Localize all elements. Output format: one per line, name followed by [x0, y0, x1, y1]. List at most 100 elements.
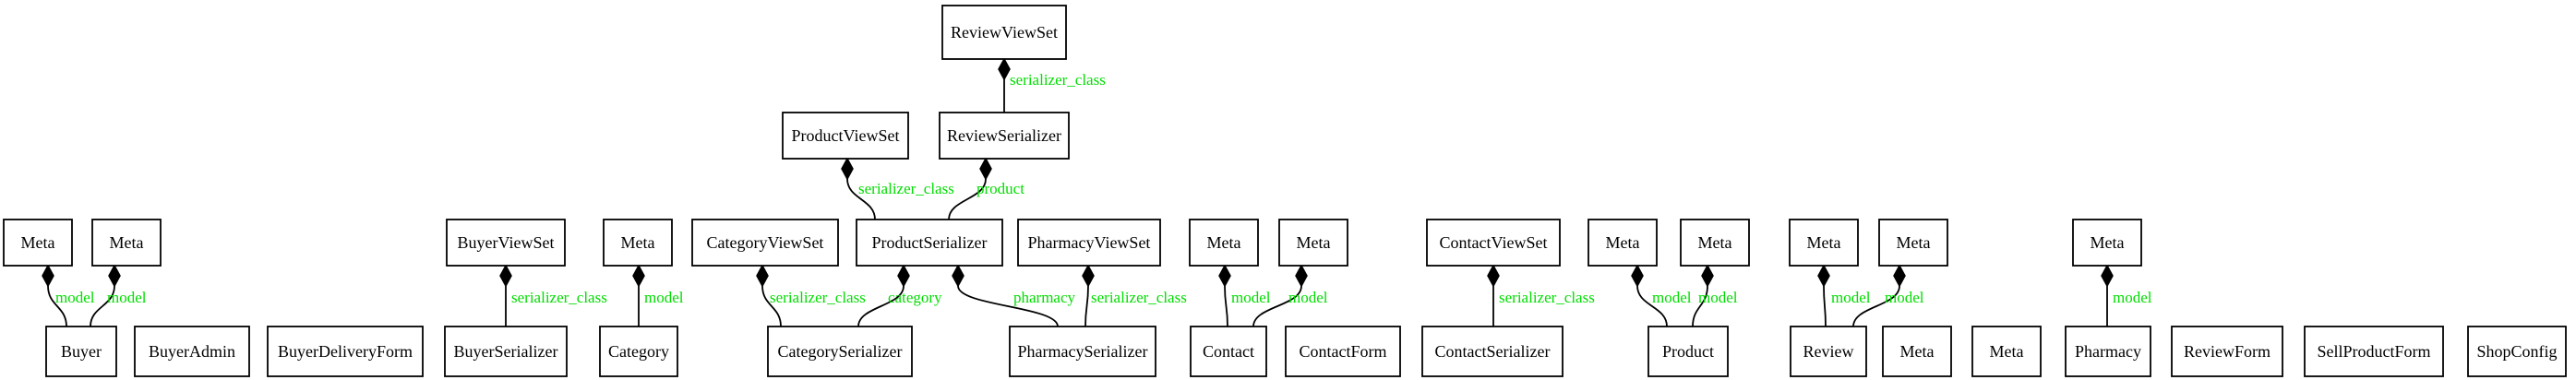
class-node-contact: Contact [1190, 326, 1267, 377]
class-node-productserializer: ProductSerializer [856, 219, 1003, 267]
class-node-shopconfig: ShopConfig [2467, 326, 2567, 377]
composition-diamond-marker [1218, 264, 1231, 288]
edge-line [1084, 285, 1089, 327]
class-node-label: Meta [1897, 233, 1931, 252]
class-node-label: Meta [1698, 233, 1732, 252]
class-node-label: BuyerAdmin [149, 342, 235, 361]
class-node-box [2467, 326, 2567, 377]
edge-meta-buyer-to-buyer: model [42, 264, 95, 327]
edge-label: model [1652, 289, 1692, 306]
edge-line [47, 285, 67, 327]
class-node-label: Product [1662, 342, 1714, 361]
class-node-pharmacyserializer: PharmacySerializer [1009, 326, 1156, 377]
class-node-pharmacyviewset: PharmacyViewSet [1017, 219, 1161, 267]
edge-line [1636, 285, 1668, 327]
class-node-contactviewset: ContactViewSet [1426, 219, 1561, 267]
class-node-box [603, 219, 673, 267]
class-node-label: Meta [1207, 233, 1241, 252]
class-node-pharmacy: Pharmacy [2065, 326, 2151, 377]
edge-label: serializer_class [770, 289, 866, 306]
edge-line [761, 285, 782, 327]
class-node-sellproductform: SellProductForm [2304, 326, 2444, 377]
class-node-meta-standalone-1: Meta [1882, 326, 1952, 377]
class-node-box [782, 112, 909, 160]
class-node-label: PharmacyViewSet [1028, 233, 1151, 252]
class-node-box [267, 326, 424, 377]
class-node-box [45, 326, 117, 377]
class-node-contactserializer: ContactSerializer [1421, 326, 1564, 377]
class-node-box [1017, 219, 1161, 267]
class-node-box [134, 326, 250, 377]
class-node-label: Meta [1297, 233, 1331, 252]
class-node-label: BuyerDeliveryForm [278, 342, 413, 361]
class-node-categoryserializer: CategorySerializer [767, 326, 913, 377]
class-node-reviewform: ReviewForm [2171, 326, 2283, 377]
class-node-box [1009, 326, 1156, 377]
class-node-label: ContactForm [1300, 342, 1387, 361]
edge-meta-buyer-2-to-buyer: model [90, 264, 147, 327]
class-node-label: ShopConfig [2476, 342, 2557, 361]
class-node-box [1421, 326, 1564, 377]
class-node-label: Contact [1203, 342, 1254, 361]
class-node-label: ContactSerializer [1435, 342, 1551, 361]
class-node-label: BuyerSerializer [454, 342, 558, 361]
composition-diamond-marker [756, 264, 769, 288]
composition-diamond-marker [1817, 264, 1830, 288]
composition-diamond-marker [1082, 264, 1095, 288]
class-node-box [2065, 326, 2151, 377]
composition-diamond-marker [1701, 264, 1714, 288]
class-node-category: Category [599, 326, 678, 377]
edge-line [1224, 285, 1228, 327]
class-node-box [1971, 326, 2042, 377]
class-node-box [1789, 219, 1859, 267]
edge-line [846, 178, 876, 220]
class-node-label: Meta [1990, 342, 2024, 361]
class-node-meta-buyer-2: Meta [91, 219, 162, 267]
composition-diamond-marker [897, 264, 910, 288]
edge-label: model [55, 289, 95, 306]
nodes-layer: ReviewViewSetReviewSerializerProductView… [3, 5, 2567, 377]
edge-reviewviewset-to-reviewserializer: serializer_class [998, 57, 1106, 113]
edge-label: serializer_class [1499, 289, 1595, 306]
class-node-label: Meta [110, 233, 144, 252]
edge-line [1852, 285, 1900, 327]
composition-diamond-marker [1631, 264, 1644, 288]
composition-diamond-marker [841, 157, 854, 181]
composition-diamond-marker [979, 157, 992, 181]
edge-line [1823, 285, 1827, 327]
class-node-label: SellProductForm [2317, 342, 2430, 361]
class-node-buyerserializer: BuyerSerializer [444, 326, 568, 377]
class-node-meta-contact-2: Meta [1278, 219, 1348, 267]
class-node-box [1190, 326, 1267, 377]
class-node-box [2171, 326, 2283, 377]
edge-productserializer-to-categoryserializer: category [857, 264, 942, 327]
edge-meta-review-to-review: model [1817, 264, 1871, 327]
edge-meta-pharmacy-to-pharmacy: model [2101, 264, 2152, 327]
edge-meta-contact-2-to-contact: model [1252, 264, 1328, 327]
class-node-buyeradmin: BuyerAdmin [134, 326, 250, 377]
class-node-label: ReviewViewSet [951, 23, 1058, 42]
class-node-box [3, 219, 73, 267]
edge-label: model [1885, 289, 1924, 306]
edge-label: pharmacy [1013, 289, 1076, 306]
class-node-label: BuyerViewSet [458, 233, 555, 252]
class-node-label: Meta [2091, 233, 2125, 252]
class-node-label: CategorySerializer [778, 342, 903, 361]
edge-label: model [2113, 289, 2152, 306]
edge-label: product [976, 180, 1024, 197]
class-node-box [1878, 219, 1948, 267]
class-node-meta-review-2: Meta [1878, 219, 1948, 267]
class-node-contactform: ContactForm [1285, 326, 1401, 377]
class-node-box [1285, 326, 1401, 377]
edge-line [957, 285, 1059, 327]
edge-categoryviewset-to-categoryserializer: serializer_class [756, 264, 866, 327]
edge-meta-review-2-to-review: model [1852, 264, 1924, 327]
composition-diamond-marker [998, 57, 1011, 81]
class-node-box [599, 326, 678, 377]
class-node-reviewviewset: ReviewViewSet [941, 5, 1067, 60]
class-node-label: ProductSerializer [872, 233, 988, 252]
class-node-label: Meta [1606, 233, 1640, 252]
class-node-meta-category: Meta [603, 219, 673, 267]
